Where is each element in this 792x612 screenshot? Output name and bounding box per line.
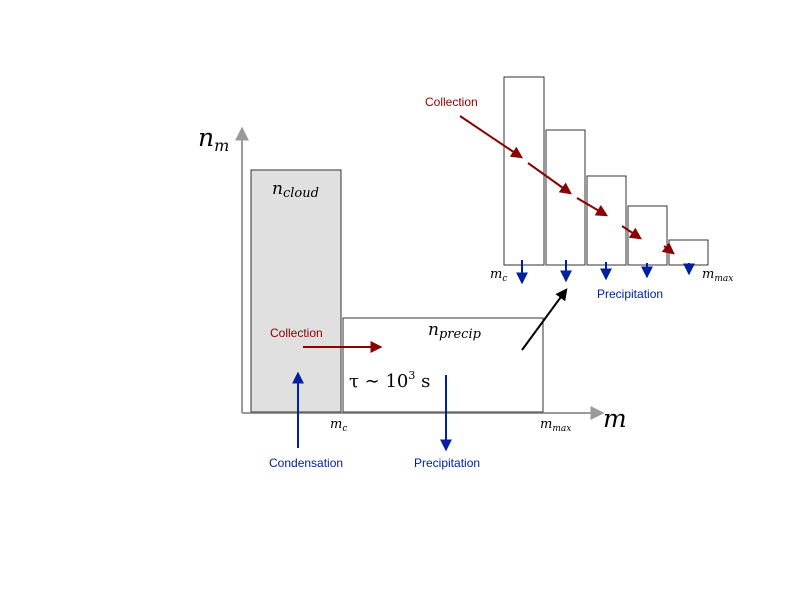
y-axis-label: nm xyxy=(198,123,229,155)
collection-label-main: Collection xyxy=(270,326,323,340)
cloud-box xyxy=(250,169,342,413)
precipitation-label-inset: Precipitation xyxy=(597,287,663,301)
zoom-pointer-arrow xyxy=(521,288,568,351)
inset-tick-mc: mc xyxy=(490,267,507,284)
inset-bin-5 xyxy=(668,239,709,266)
x-axis-label: m xyxy=(603,404,627,433)
inset-bin-1 xyxy=(503,76,545,266)
collection-label-inset: Collection xyxy=(425,95,478,109)
x-tick-mc: mc xyxy=(330,417,347,434)
inset-bin-4 xyxy=(627,205,668,266)
condensation-label: Condensation xyxy=(269,456,343,470)
collection-arrow-inset-5 xyxy=(661,242,675,255)
cloud-box-label: ncloud xyxy=(272,179,319,201)
collection-arrow-inset-4 xyxy=(621,225,642,240)
precip-box xyxy=(342,317,544,413)
collection-arrow-inset-3 xyxy=(576,197,609,217)
inset-bin-3 xyxy=(586,175,627,266)
timescale-label: τ ∼ 103 s xyxy=(349,369,430,392)
precip-box-label: nprecip xyxy=(428,320,482,342)
x-tick-mmax: mmax xyxy=(540,417,571,434)
precipitation-label-main: Precipitation xyxy=(414,456,480,470)
collection-arrow-inset-1 xyxy=(459,115,523,159)
inset-bins xyxy=(503,76,709,266)
inset-bin-2 xyxy=(545,129,586,266)
inset-tick-mmax: mmax xyxy=(702,267,733,284)
collection-arrow-inset-2 xyxy=(527,162,572,195)
